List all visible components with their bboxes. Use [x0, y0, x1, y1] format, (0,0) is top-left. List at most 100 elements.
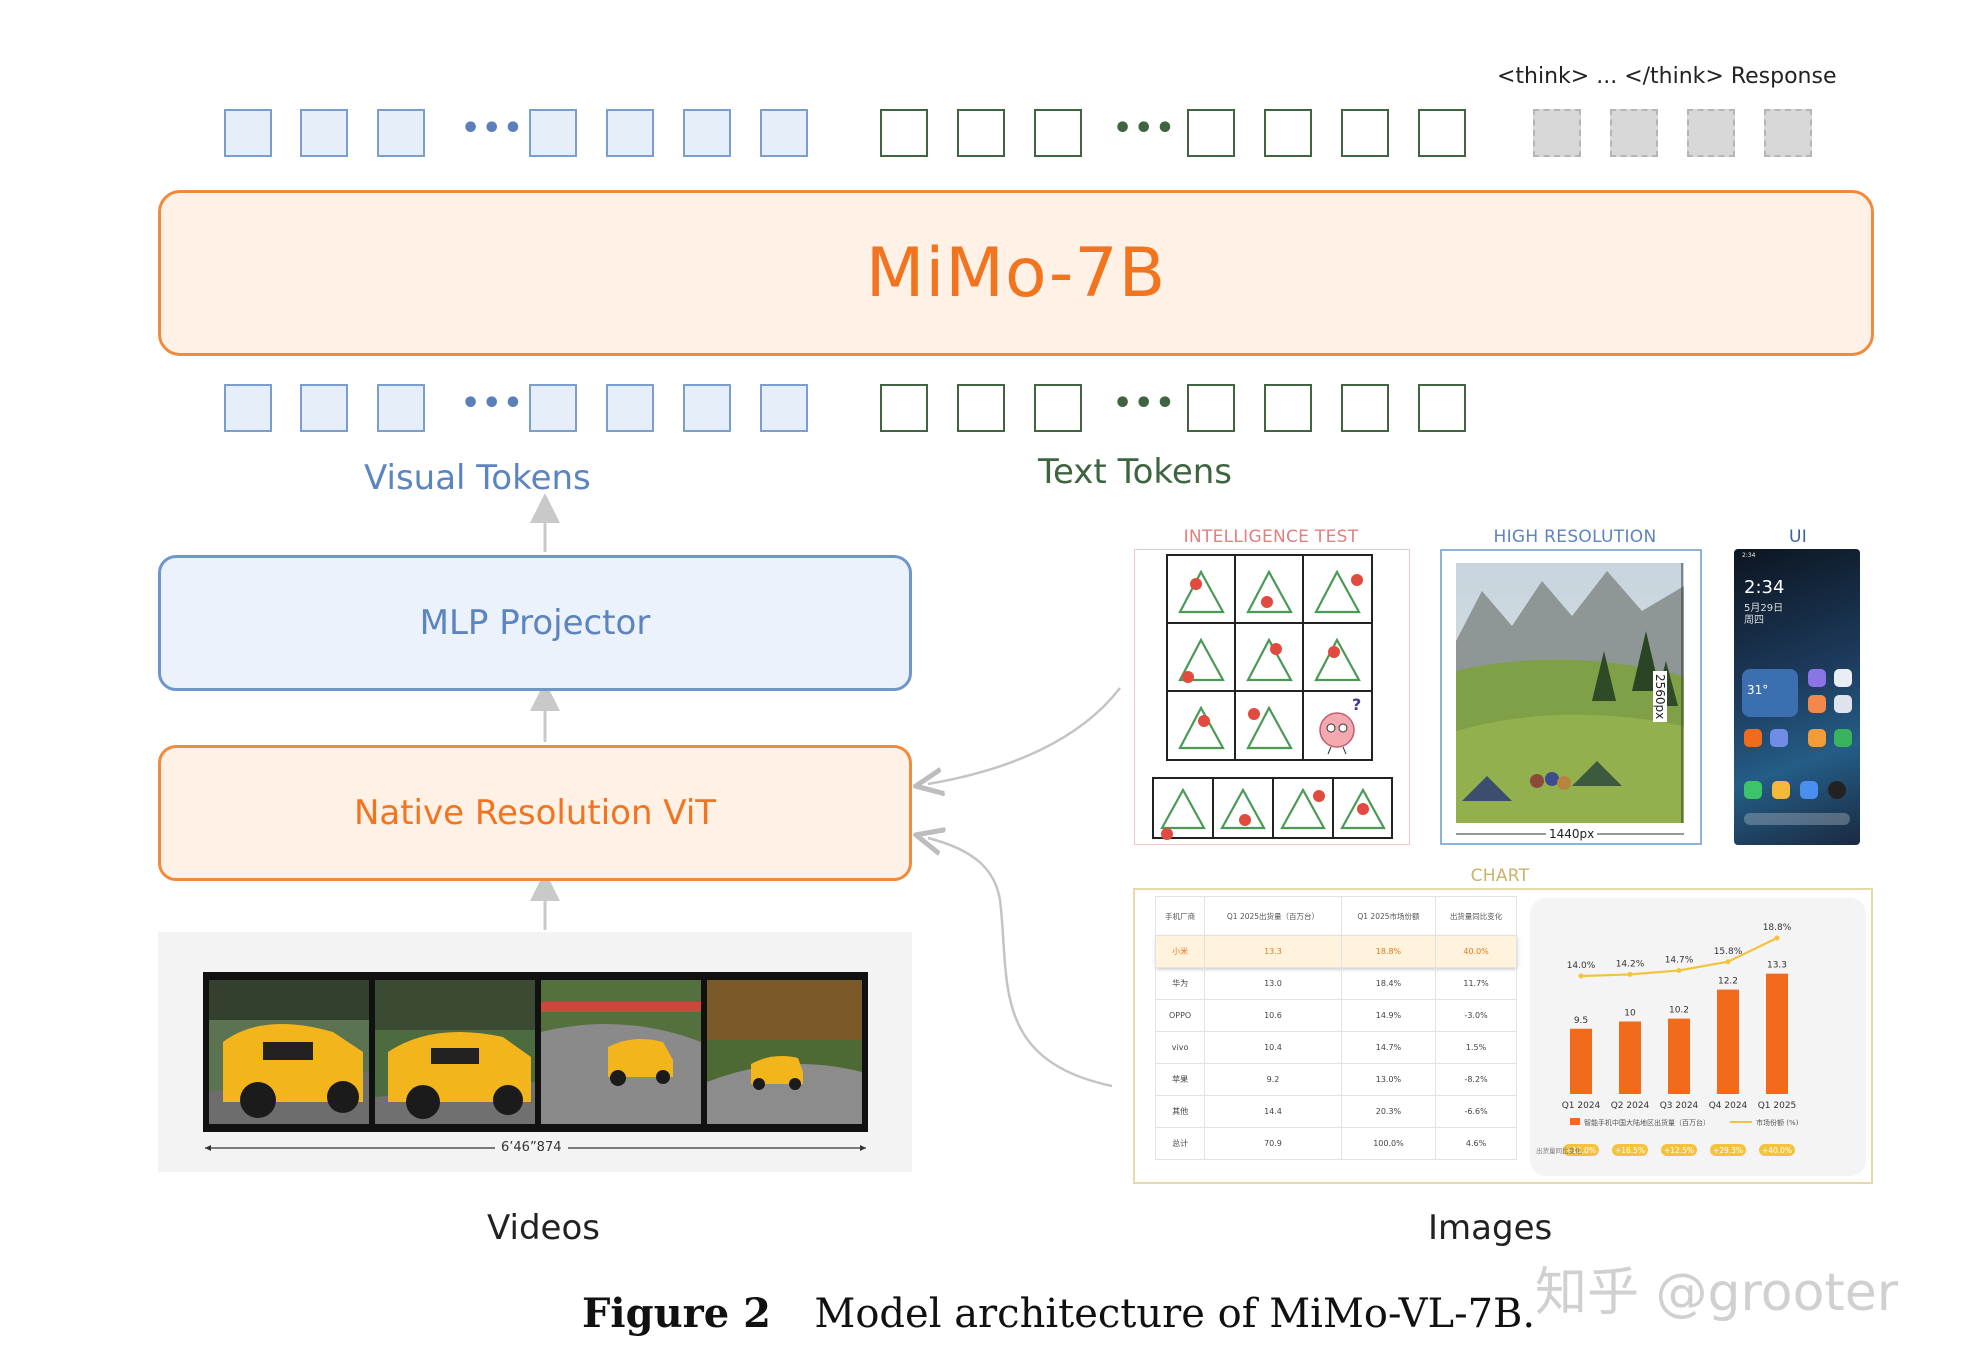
visual-token [377, 109, 425, 157]
table-cell: 11.7% [1435, 967, 1517, 1000]
chart-table: 手机厂商 Q1 2025出货量（百万台） Q1 2025市场份额 出货量同比变化… [1154, 896, 1517, 1160]
share-point [1627, 971, 1633, 977]
table-cell: 40.0% [1435, 935, 1517, 968]
visual-token [606, 384, 654, 432]
app-icon[interactable] [1834, 669, 1852, 687]
table-cell: 100.0% [1340, 1127, 1437, 1160]
dock-icon[interactable] [1800, 781, 1818, 799]
yoy-pill [1759, 1144, 1795, 1156]
response-token [1610, 109, 1658, 157]
phone-search-bar[interactable] [1744, 813, 1850, 825]
intelligence-test-panel: ? [1134, 549, 1410, 845]
x-tick-label: Q2 2024 [1611, 1101, 1650, 1111]
bar-value-label: 12.2 [1718, 977, 1738, 987]
high-resolution-panel: 2560px 1440px [1440, 549, 1702, 845]
ellipsis-icon: ••• [1113, 111, 1177, 146]
app-icon[interactable] [1834, 695, 1852, 713]
table-row: 苹果 9.2 13.0% -8.2% [1154, 1063, 1517, 1096]
dock-icon[interactable] [1744, 781, 1762, 799]
table-cell: 13.3 [1204, 935, 1342, 968]
chart-panel: 手机厂商 Q1 2025出货量（百万台） Q1 2025市场份额 出货量同比变化… [1133, 888, 1873, 1184]
app-icon[interactable] [1770, 729, 1788, 747]
text-token [1341, 109, 1389, 157]
text-token [1341, 384, 1389, 432]
phone-screenshot: 2:34 2:34 5月29日 周四 31° [1734, 549, 1860, 845]
table-cell: 18.8% [1340, 935, 1437, 968]
svg-text:?: ? [1352, 695, 1361, 714]
intelligence-test-title: INTELLIGENCE TEST [1183, 527, 1359, 547]
puzzle-grid: ? [1152, 554, 1393, 840]
figure-caption: Figure 2 Model architecture of MiMo-VL-7… [582, 1290, 1535, 1337]
text-token [1034, 109, 1082, 157]
chart-bar [1668, 1018, 1690, 1094]
response-token [1687, 109, 1735, 157]
app-icon[interactable] [1808, 695, 1826, 713]
visual-token [300, 109, 348, 157]
legend-bar-swatch [1570, 1118, 1580, 1125]
table-cell: -8.2% [1435, 1063, 1517, 1096]
share-value-label: 14.0% [1567, 961, 1596, 971]
landscape-photo [1456, 563, 1684, 835]
yoy-value-label: +12.0% [1566, 1146, 1596, 1155]
table-cell: 14.9% [1340, 999, 1437, 1032]
visual-token [683, 109, 731, 157]
dock-icon[interactable] [1828, 781, 1846, 799]
text-token [957, 384, 1005, 432]
app-icon[interactable] [1834, 729, 1852, 747]
visual-token [760, 109, 808, 157]
x-tick-label: Q3 2024 [1660, 1101, 1699, 1111]
figure-text: Model architecture of MiMo-VL-7B. [814, 1291, 1536, 1337]
table-cell: 其他 [1154, 1095, 1206, 1128]
yoy-row-label: 出货量同比变化 [1536, 1146, 1582, 1155]
table-cell: 苹果 [1154, 1063, 1206, 1096]
table-row: 总计 70.9 100.0% 4.6% [1154, 1127, 1517, 1160]
video-panel: 6’46”874 [158, 932, 912, 1172]
app-icon[interactable] [1744, 729, 1762, 747]
ellipsis-icon: ••• [461, 386, 525, 421]
chart-bar [1570, 1028, 1592, 1094]
yoy-pill [1710, 1144, 1746, 1156]
table-cell: 总计 [1154, 1127, 1206, 1160]
dock-icon[interactable] [1772, 781, 1790, 799]
table-cell: 1.5% [1435, 1031, 1517, 1064]
app-icon[interactable] [1808, 669, 1826, 687]
visual-token [377, 384, 425, 432]
phone-status-time: 2:34 [1742, 552, 1756, 559]
weather-temp: 31° [1747, 683, 1769, 697]
table-cell: 20.3% [1340, 1095, 1437, 1128]
table-row: vivo 10.4 14.7% 1.5% [1154, 1031, 1517, 1064]
text-token [1264, 384, 1312, 432]
yoy-value-label: +12.5% [1664, 1146, 1694, 1155]
table-row: 其他 14.4 20.3% -6.6% [1154, 1095, 1517, 1128]
ellipsis-icon: ••• [1113, 386, 1177, 421]
share-value-label: 15.8% [1714, 947, 1743, 957]
question-brain-icon: ? [1319, 695, 1361, 755]
text-token [1418, 384, 1466, 432]
visual-token [224, 384, 272, 432]
video-frames [209, 980, 862, 1124]
legend-line-label: 市场份额 (%) [1756, 1118, 1799, 1127]
bar-value-label: 10 [1624, 1009, 1636, 1019]
duration-label: 6’46”874 [495, 1140, 568, 1155]
table-cell: 70.9 [1204, 1127, 1342, 1160]
yoy-pill [1661, 1144, 1697, 1156]
table-cell: 10.4 [1204, 1031, 1342, 1064]
table-cell: 18.4% [1340, 967, 1437, 1000]
chart-bar [1717, 989, 1739, 1094]
app-icon[interactable] [1808, 729, 1826, 747]
llm-title: MiMo-7B [865, 233, 1167, 313]
yoy-pill [1612, 1144, 1648, 1156]
table-cell: 9.2 [1204, 1063, 1342, 1096]
chart-bar [1619, 1021, 1641, 1094]
yoy-value-label: +29.3% [1713, 1146, 1743, 1155]
x-tick-label: Q4 2024 [1709, 1101, 1748, 1111]
share-point [1578, 973, 1584, 979]
table-cell: 13.0% [1340, 1063, 1437, 1096]
text-token [1187, 109, 1235, 157]
vit-block: Native Resolution ViT [158, 745, 912, 881]
width-dimension-label: 1440px [1546, 827, 1598, 841]
phone-clock: 2:34 [1744, 577, 1785, 598]
table-cell: 4.6% [1435, 1127, 1517, 1160]
bar-value-label: 10.2 [1669, 1006, 1689, 1016]
